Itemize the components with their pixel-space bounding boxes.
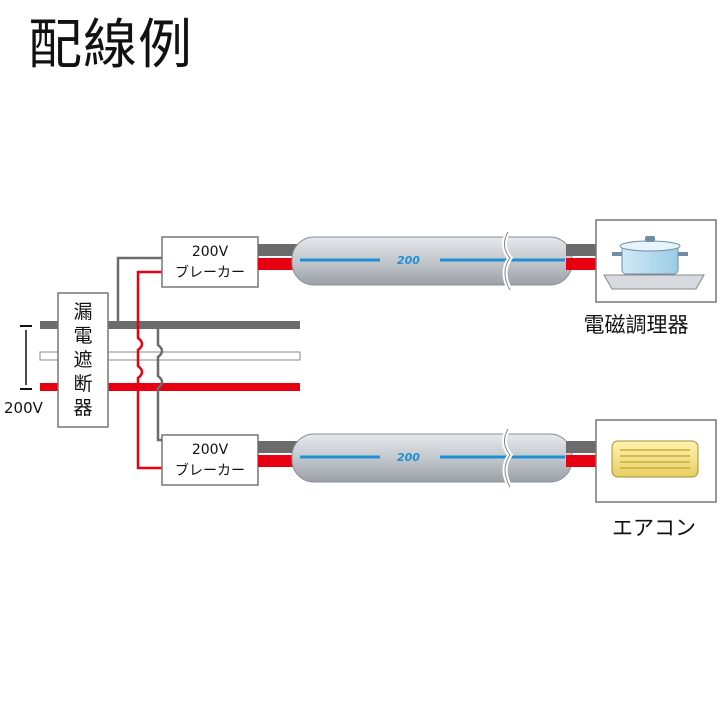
- air-conditioner-icon: [611, 440, 699, 478]
- spare-bus-line: [39, 351, 301, 361]
- supply-voltage-marker: 200V: [4, 325, 44, 417]
- branch-wiring: [116, 256, 164, 470]
- cable-1: 200: [258, 230, 596, 292]
- appliance-label: エアコン: [612, 516, 696, 540]
- cable-2: 200: [258, 427, 596, 489]
- leakage-breaker-char: 器: [73, 397, 92, 419]
- leakage-breaker-char: 断: [73, 373, 92, 395]
- cable-mark: 200: [397, 254, 420, 267]
- induction-cooker-icon: [603, 236, 705, 290]
- cable-mark: 200: [397, 451, 420, 464]
- leakage-breaker: 漏 電 遮 断 器: [57, 292, 109, 428]
- appliance-2: エアコン: [595, 419, 717, 540]
- leakage-breaker-char: 漏: [73, 301, 92, 323]
- breaker-name-label: ブレーカー: [175, 264, 245, 281]
- supply-voltage-label: 200V: [4, 399, 44, 417]
- page-title: 配線例: [28, 13, 193, 76]
- leakage-breaker-char: 電: [73, 325, 92, 347]
- breaker-name-label: ブレーカー: [175, 462, 245, 479]
- breaker-rating-label: 200V: [192, 442, 229, 458]
- branch-breaker-2: 200V ブレーカー: [161, 434, 259, 486]
- appliance-1: 電磁調理器: [584, 219, 717, 337]
- leakage-breaker-char: 遮: [73, 349, 92, 371]
- branch-breaker-1: 200V ブレーカー: [161, 236, 259, 288]
- breaker-rating-label: 200V: [192, 244, 229, 260]
- appliance-label: 電磁調理器: [584, 313, 689, 337]
